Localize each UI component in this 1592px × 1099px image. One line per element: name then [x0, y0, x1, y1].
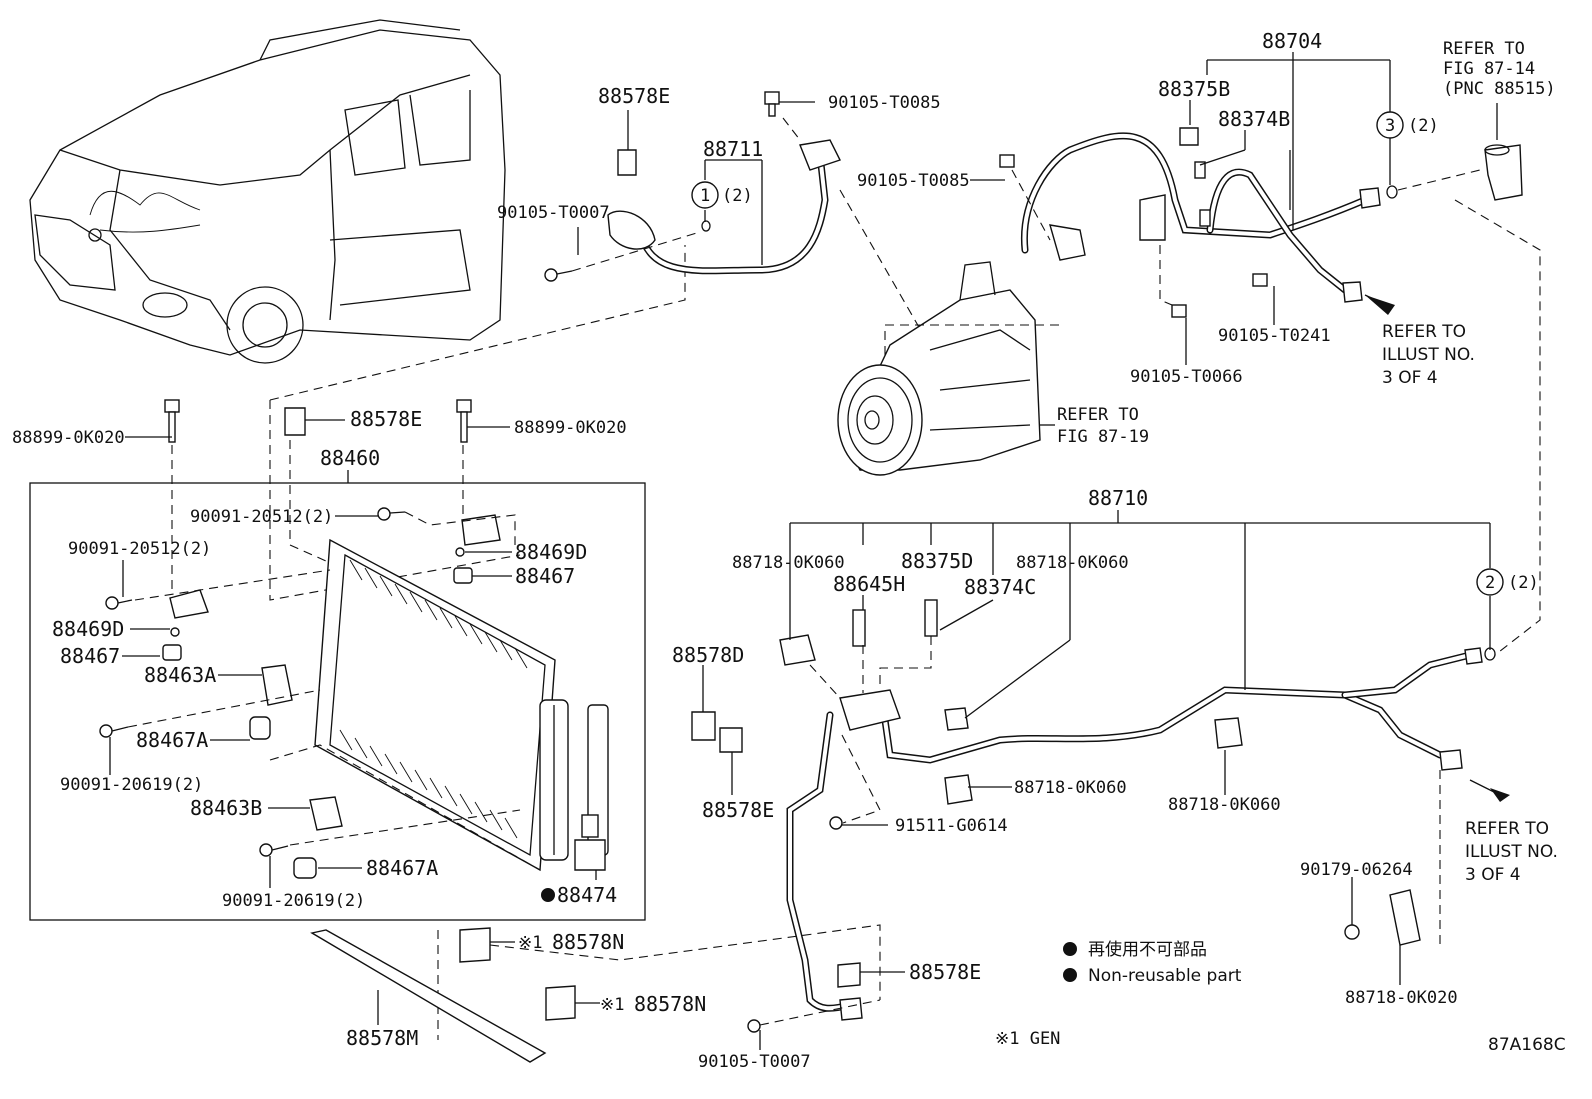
vehicle-illustration: [29, 19, 506, 364]
svg-text:(2): (2): [1408, 116, 1439, 136]
label-88718-0K060-b: 88718-0K060: [1016, 553, 1129, 573]
label-88467-b: 88467: [60, 644, 120, 668]
label-88711: 88711: [703, 137, 763, 161]
label-88467A-b: 88467A: [366, 856, 438, 880]
label-88375D: 88375D: [901, 549, 973, 573]
gen-note: ※1 GEN: [995, 1029, 1060, 1049]
svg-text:(2): (2): [1508, 573, 1539, 593]
condenser: [314, 538, 609, 872]
svg-text:1: 1: [700, 186, 710, 206]
diagram-code: 87A168C: [1488, 1035, 1566, 1055]
label-88718-0K060-c: 88718-0K060: [1014, 778, 1127, 798]
label-88374C: 88374C: [964, 575, 1036, 599]
label-88899-left: 88899-0K020: [12, 428, 125, 448]
non-reusable-dot-88474: [541, 888, 555, 902]
circle-mark-1: 1 (2): [691, 181, 753, 209]
liquid-line-88710: [747, 599, 1496, 1033]
ref-fig-87-14-line3: (PNC 88515): [1443, 79, 1556, 99]
ref-fig-87-14-line1: REFER TO: [1443, 39, 1525, 59]
compressor: [837, 261, 1060, 476]
label-88469D-a: 88469D: [515, 540, 587, 564]
label-88899-right: 88899-0K020: [514, 418, 627, 438]
label-90105-T0066: 90105-T0066: [1130, 367, 1243, 387]
pads: [691, 711, 743, 753]
label-90091-20619-b: 90091-20619(2): [222, 891, 365, 911]
label-88718-0K060-a: 88718-0K060: [732, 553, 845, 573]
label-90091-20512-b: 90091-20512(2): [68, 539, 211, 559]
label-88474: 88474: [557, 883, 617, 907]
arrow-to-illust-a: [1365, 295, 1395, 315]
label-88463B: 88463B: [190, 796, 262, 820]
label-91511-G0614: 91511-G0614: [895, 816, 1008, 836]
label-88578E-top: 88578E: [598, 84, 670, 108]
label-90091-20512-a: 90091-20512(2): [190, 507, 333, 527]
label-88578N-prefix-b: ※1: [600, 995, 624, 1015]
ref-illust-a-line3: 3 OF 4: [1382, 368, 1438, 388]
ref-fig-87-19-line2: FIG 87-19: [1057, 427, 1149, 447]
svg-text:(2): (2): [722, 186, 753, 206]
label-90105-T0007-top: 90105-T0007: [497, 203, 610, 223]
label-88718-0K060-d: 88718-0K060: [1168, 795, 1281, 815]
legend-en: Non-reusable part: [1088, 966, 1242, 986]
ref-illust-a-line2: ILLUST NO.: [1382, 345, 1475, 365]
ref-illust-a-line1: REFER TO: [1382, 322, 1466, 342]
ref-fig-87-19-line1: REFER TO: [1057, 405, 1139, 425]
label-88578N-a: 88578N: [552, 930, 624, 954]
label-88460: 88460: [320, 446, 380, 470]
label-88374B: 88374B: [1218, 107, 1290, 131]
ref-illust-b-line1: REFER TO: [1465, 819, 1549, 839]
ref-illust-b-line3: 3 OF 4: [1465, 865, 1521, 885]
label-88578N-prefix-a: ※1: [518, 933, 542, 953]
label-88375B: 88375B: [1158, 77, 1230, 101]
legend-jp: 再使用不可部品: [1088, 939, 1207, 960]
label-88710: 88710: [1088, 486, 1148, 510]
label-90105-T0085-a: 90105-T0085: [828, 93, 941, 113]
svg-text:3: 3: [1385, 116, 1395, 136]
label-88578M: 88578M: [346, 1026, 418, 1050]
label-88463A: 88463A: [144, 663, 216, 687]
hose-88704: [999, 127, 1523, 318]
label-88469D-b: 88469D: [52, 617, 124, 641]
label-90105-T0241: 90105-T0241: [1218, 326, 1331, 346]
label-88467A-a: 88467A: [136, 728, 208, 752]
legend: 再使用不可部品 Non-reusable part ※1 GEN: [995, 939, 1242, 1049]
ref-illust-b-line2: ILLUST NO.: [1465, 842, 1558, 862]
circle-mark-3: 3 (2): [1376, 111, 1439, 139]
label-88578E-bottom: 88578E: [909, 960, 981, 984]
label-88704: 88704: [1262, 29, 1322, 53]
label-88578N-b: 88578N: [634, 992, 706, 1016]
label-88578D: 88578D: [672, 643, 744, 667]
bracket-hardware: [99, 149, 637, 879]
label-88467-a: 88467: [515, 564, 575, 588]
label-88578E-mid: 88578E: [350, 407, 422, 431]
svg-text:2: 2: [1485, 573, 1495, 593]
label-90105-T0007-bottom: 90105-T0007: [698, 1052, 811, 1072]
ref-fig-87-14-line2: FIG 87-14: [1443, 59, 1535, 79]
leader-lines: [109, 52, 1498, 1050]
label-90091-20619-a: 90091-20619(2): [60, 775, 203, 795]
label-90179-06264: 90179-06264: [1300, 860, 1413, 880]
bottom-strip: [310, 927, 576, 1063]
circle-mark-2: 2 (2): [1476, 568, 1539, 596]
label-88645H: 88645H: [833, 572, 905, 596]
label-90105-T0085-b: 90105-T0085: [857, 171, 970, 191]
label-88718-0K020: 88718-0K020: [1345, 988, 1458, 1008]
hose-88711: [544, 91, 841, 282]
label-88578E-low: 88578E: [702, 798, 774, 822]
condenser-frame: [29, 482, 646, 921]
